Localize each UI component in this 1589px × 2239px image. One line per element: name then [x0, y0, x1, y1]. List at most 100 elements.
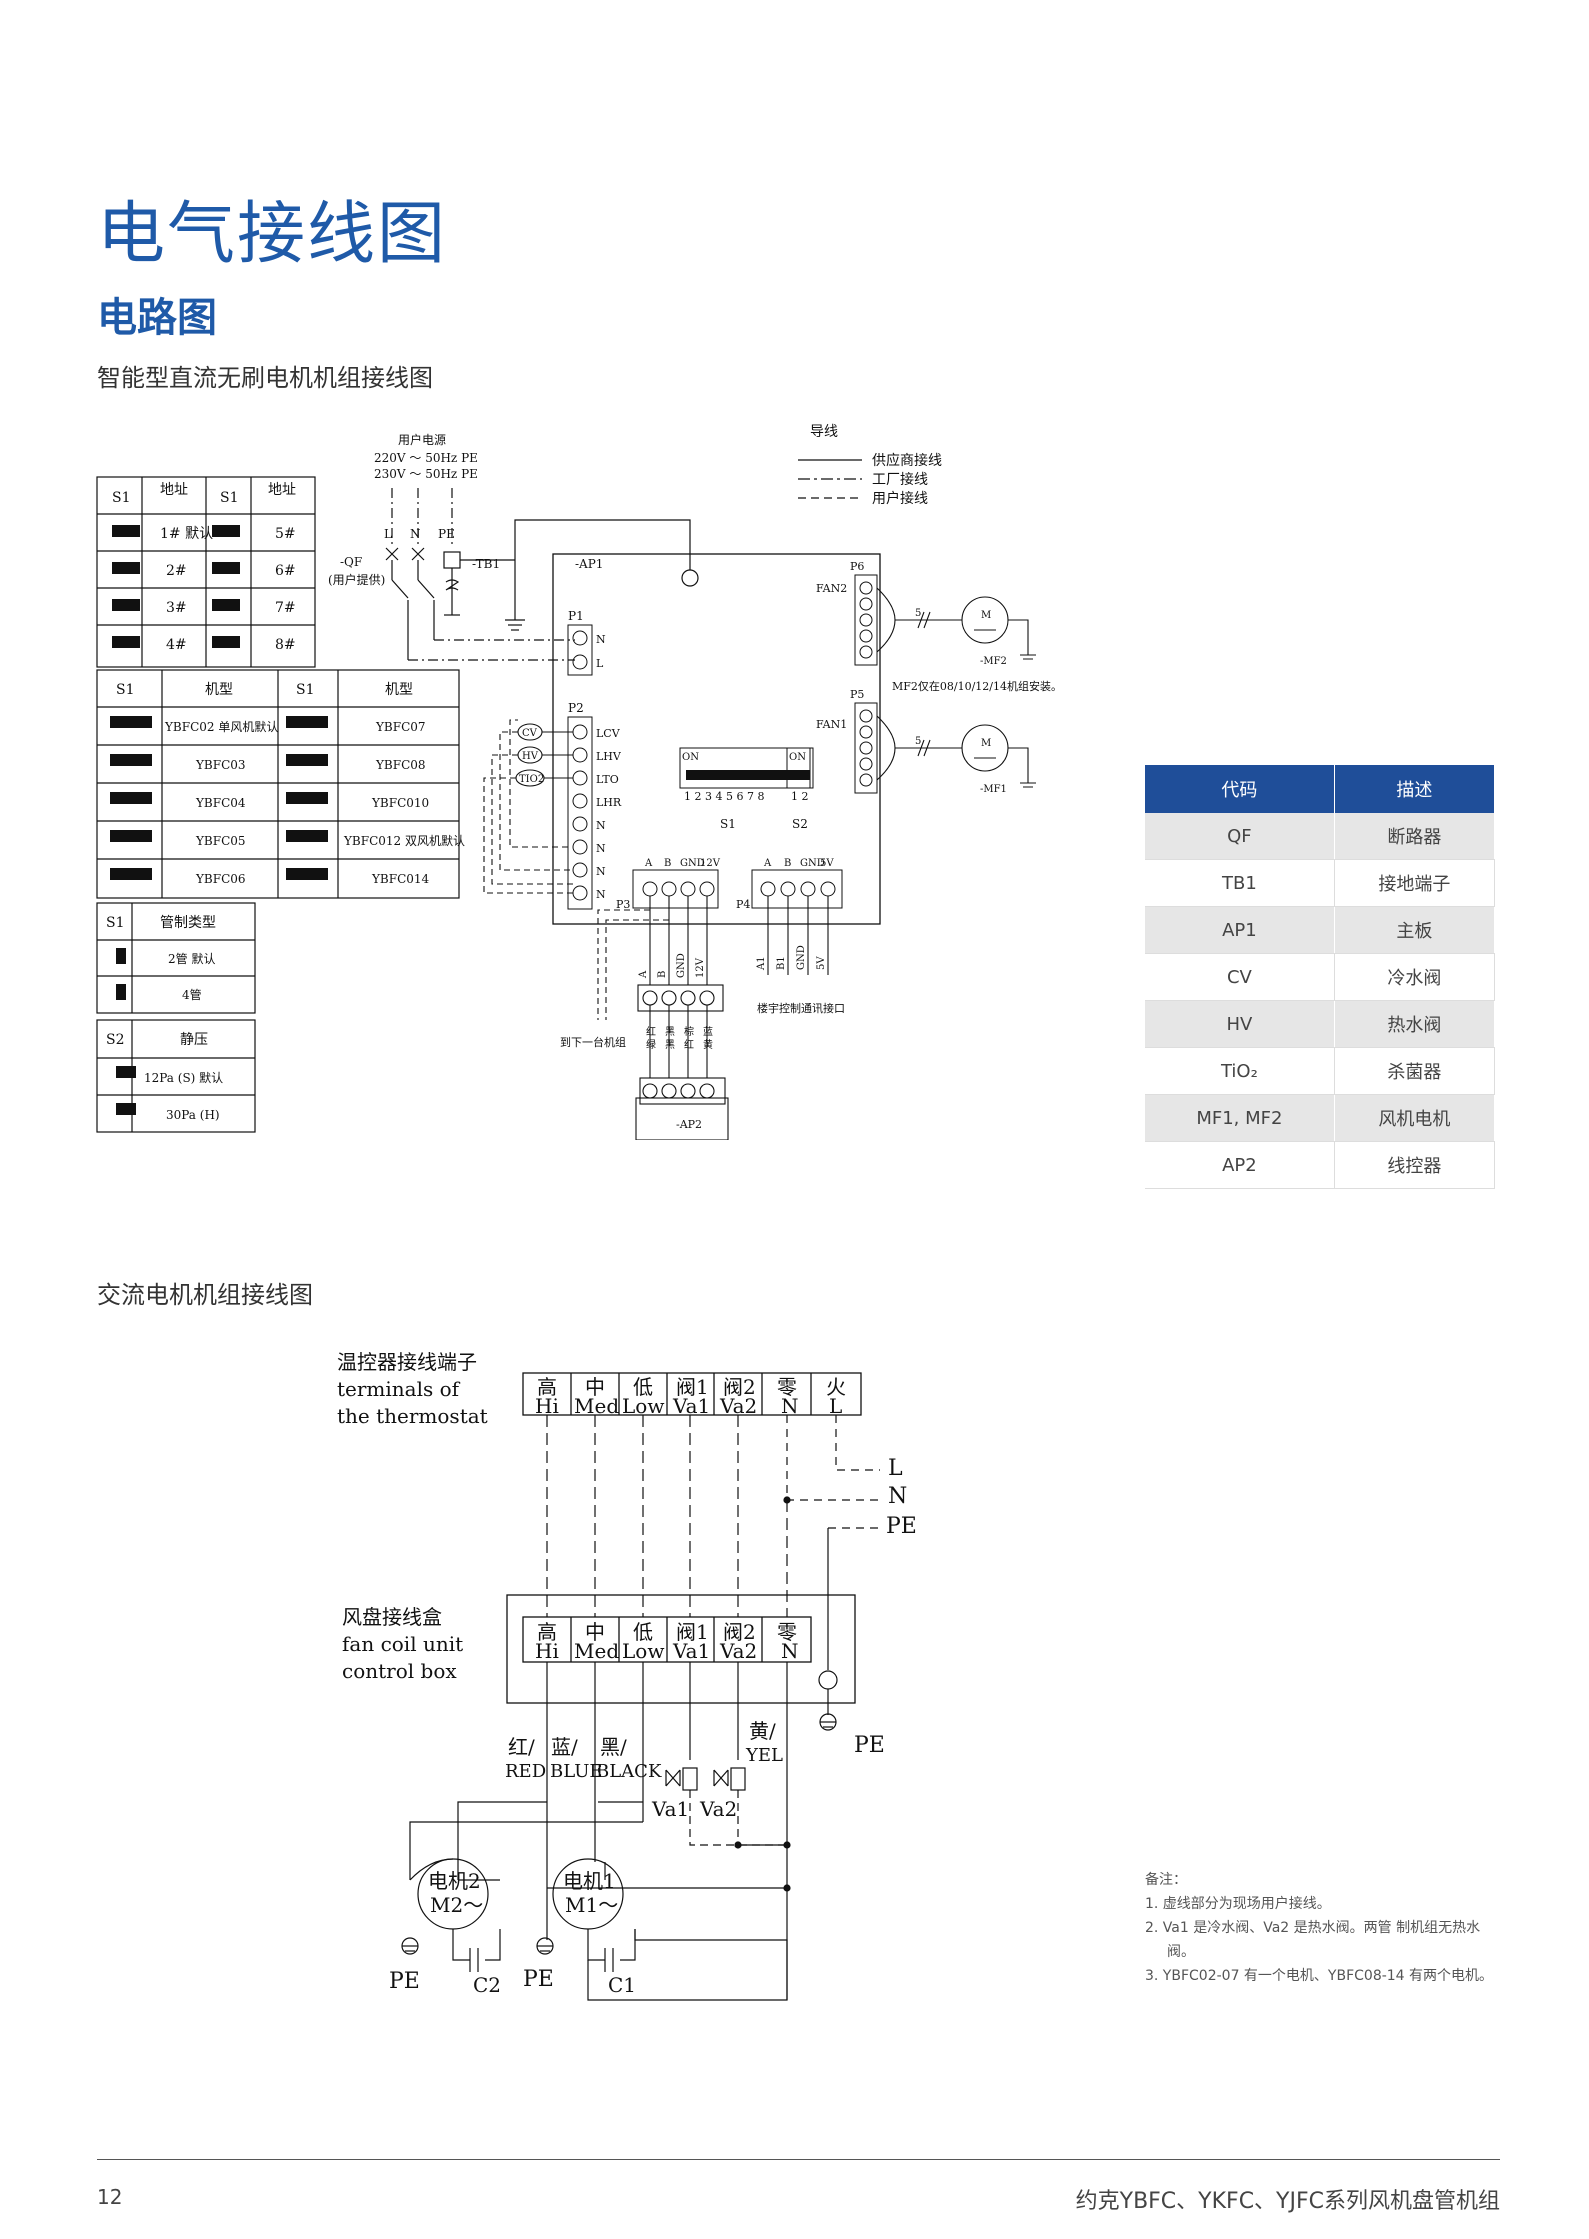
- col-desc: 描述: [1334, 765, 1496, 813]
- svg-text:5V: 5V: [820, 858, 834, 869]
- svg-text:3#: 3#: [166, 600, 187, 616]
- svg-text:N: N: [410, 527, 421, 541]
- svg-text:5: 5: [915, 736, 921, 747]
- svg-text:TIO2: TIO2: [519, 774, 544, 785]
- ap1-label: -AP1: [575, 557, 603, 571]
- col-code: 代码: [1145, 765, 1335, 813]
- svg-text:管制类型: 管制类型: [160, 915, 216, 931]
- svg-text:地址: 地址: [160, 482, 188, 498]
- svg-text:地址: 地址: [268, 482, 296, 498]
- svg-text:PE: PE: [886, 1514, 917, 1539]
- svg-text:黑/: 黑/: [600, 1735, 627, 1759]
- svg-text:-MF1: -MF1: [980, 784, 1007, 795]
- svg-text:用户电源: 用户电源: [398, 432, 446, 447]
- svg-text:4#: 4#: [166, 637, 187, 653]
- desc-cell: 热水阀: [1334, 1000, 1496, 1048]
- svg-text:the thermostat: the thermostat: [337, 1404, 488, 1428]
- svg-text:黑: 黑: [665, 1039, 675, 1051]
- box-label: 风盘接线盒 fan coil unit control box: [342, 1605, 463, 1683]
- svg-text:P4: P4: [736, 898, 750, 911]
- svg-text:Va2: Va2: [699, 1797, 737, 1821]
- svg-text:P2: P2: [568, 701, 584, 715]
- svg-text:LTO: LTO: [596, 773, 619, 786]
- svg-text:5V: 5V: [816, 956, 827, 970]
- svg-text:1# 默认: 1# 默认: [160, 526, 213, 542]
- code-cell: HV: [1145, 1000, 1335, 1048]
- svg-text:L: L: [384, 527, 392, 541]
- svg-text:红: 红: [646, 1025, 656, 1038]
- svg-text:楼宇控制通讯接口: 楼宇控制通讯接口: [757, 1001, 845, 1015]
- svg-text:YBFC012 双风机默认: YBFC012 双风机默认: [343, 833, 465, 848]
- fan-connectors: P6 FAN2 P5 FAN1: [816, 560, 878, 794]
- svg-text:MF2仅在08/10/12/14机组安装。: MF2仅在08/10/12/14机组安装。: [892, 679, 1062, 693]
- svg-text:HV: HV: [522, 751, 539, 762]
- svg-text:P1: P1: [568, 609, 584, 623]
- svg-text:绿: 绿: [646, 1038, 656, 1051]
- svg-text:LCV: LCV: [596, 727, 621, 740]
- svg-text:L: L: [829, 1394, 842, 1418]
- svg-text:-AP2: -AP2: [676, 1118, 702, 1131]
- svg-text:PE: PE: [438, 527, 455, 541]
- desc-cell: 断路器: [1334, 813, 1496, 860]
- supply-labels: L N PE: [886, 1456, 917, 1539]
- notes: 备注： 1. 虚线部分为现场用户接线。 2. Va1 是冷水阀、Va2 是热水阀…: [1145, 1868, 1505, 1988]
- svg-text:N: N: [596, 865, 606, 878]
- code-cell: QF: [1145, 813, 1335, 860]
- svg-text:N: N: [596, 819, 606, 832]
- svg-text:N: N: [781, 1639, 799, 1663]
- svg-text:B: B: [664, 858, 671, 869]
- svg-text:工厂接线: 工厂接线: [872, 471, 928, 488]
- svg-text:Va1: Va1: [672, 1394, 710, 1418]
- svg-text:高: 高: [537, 1620, 557, 1644]
- svg-text:2#: 2#: [166, 563, 187, 579]
- dip-switch-tables: [96, 476, 460, 1133]
- svg-text:高: 高: [537, 1375, 557, 1399]
- svg-text:C1: C1: [608, 1973, 636, 1997]
- svg-text:LHR: LHR: [596, 796, 622, 809]
- svg-text:黑: 黑: [665, 1026, 675, 1038]
- notes-title: 备注：: [1145, 1872, 1187, 1888]
- valve-wiring: [483, 719, 573, 894]
- svg-text:YEL: YEL: [745, 1745, 783, 1766]
- wire-color-labels: 红/ 蓝/ 黑/ 黄/ RED BLUE BLACK YEL Va1 Va2 P…: [505, 1719, 885, 1821]
- svg-text:蓝/: 蓝/: [551, 1735, 578, 1759]
- svg-text:GND: GND: [676, 953, 687, 978]
- svg-text:YBFC06: YBFC06: [195, 872, 246, 886]
- p1-connector: P1 N L: [567, 609, 606, 676]
- svg-text:(用户提供): (用户提供): [328, 572, 385, 587]
- note-item: 3. YBFC02-07 有一个电机、YBFC08-14 有两个电机。: [1145, 1968, 1494, 1984]
- svg-text:CV: CV: [522, 728, 538, 739]
- svg-text:火: 火: [826, 1375, 846, 1399]
- svg-text:S1: S1: [720, 817, 736, 831]
- svg-text:S1: S1: [106, 915, 125, 931]
- svg-text:5#: 5#: [275, 526, 296, 542]
- svg-text:红: 红: [684, 1038, 694, 1051]
- svg-text:PE: PE: [389, 1969, 420, 1994]
- svg-text:C2: C2: [473, 1973, 501, 1997]
- svg-text:电机1: 电机1: [563, 1869, 616, 1893]
- desc-cell: 杀菌器: [1334, 1047, 1496, 1095]
- code-cell: MF1, MF2: [1145, 1094, 1335, 1142]
- svg-text:电机2: 电机2: [428, 1869, 481, 1893]
- svg-text:机型: 机型: [205, 682, 233, 698]
- svg-text:Va1: Va1: [672, 1639, 710, 1663]
- svg-text:导线: 导线: [810, 424, 838, 440]
- svg-text:阀1: 阀1: [676, 1375, 709, 1399]
- svg-text:B: B: [657, 971, 668, 978]
- svg-text:230V ～ 50Hz PE: 230V ～ 50Hz PE: [374, 467, 478, 481]
- svg-text:零: 零: [777, 1375, 797, 1399]
- svg-text:B1: B1: [776, 956, 787, 970]
- svg-text:B: B: [784, 858, 791, 869]
- svg-text:N: N: [596, 633, 606, 646]
- thermostat-label: 温控器接线端子 terminals of the thermostat: [337, 1350, 488, 1428]
- svg-text:阀2: 阀2: [723, 1620, 756, 1644]
- svg-text:Low: Low: [622, 1394, 664, 1418]
- svg-text:A1: A1: [756, 956, 767, 971]
- svg-text:12V: 12V: [700, 858, 721, 869]
- svg-text:8#: 8#: [275, 637, 296, 653]
- svg-text:1 2: 1 2: [791, 790, 809, 803]
- svg-text:YBFC02 单风机默认: YBFC02 单风机默认: [164, 719, 278, 734]
- svg-text:黄: 黄: [703, 1038, 713, 1051]
- svg-text:7#: 7#: [275, 600, 296, 616]
